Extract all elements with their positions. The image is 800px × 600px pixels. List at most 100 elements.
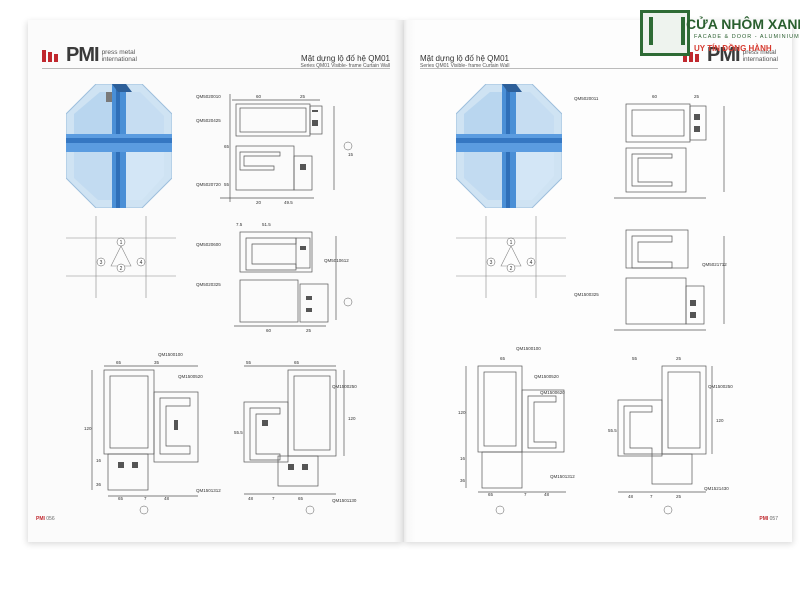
- profile-code: QM5021712: [702, 262, 727, 267]
- dimension-label: 55: [246, 360, 252, 365]
- watermark-tagline: FACADE & DOOR - ALUMINIUM: [694, 34, 800, 40]
- profile-code: QM5020010: [196, 94, 221, 99]
- watermark-logo: CỬA NHÔM XANH FACADE & DOOR - ALUMINIUM …: [640, 6, 800, 66]
- dimension-label: 25: [306, 328, 312, 333]
- dimension-label: 25: [676, 356, 682, 361]
- dimension-label: 65: [116, 360, 122, 365]
- callout-1: 1: [120, 240, 123, 246]
- profile-code: QM1501312: [196, 488, 221, 493]
- dimension-label: 7: [272, 496, 275, 501]
- profile-code: QM1501312: [550, 474, 575, 479]
- panel-layout-diagram: 1 2 3 4: [66, 216, 176, 298]
- right-page-subtitle: Series QM01 Visible- frame Curtain Wall: [420, 63, 510, 69]
- profile-code: QM1500250: [708, 384, 733, 389]
- profile-section-4: QM1500250 QM1501130 55 65 120 55.5 48 7 …: [234, 360, 357, 515]
- dimension-label: 120: [716, 418, 724, 423]
- left-page-number: 056: [46, 516, 55, 522]
- dimension-label: 65: [294, 360, 300, 365]
- right-page-title: Mặt dựng lộ đố hệ QM01: [420, 54, 509, 63]
- profile-code: QM1500250: [332, 384, 357, 389]
- profile-code: QM1500325: [574, 292, 599, 297]
- pmi-logo: PMI press metal international: [42, 44, 137, 67]
- brand-name: PMI: [707, 44, 741, 66]
- header-rule: [42, 68, 390, 69]
- dimension-label: 48: [544, 492, 550, 497]
- profile-section-1: QM5020011 60 25: [574, 94, 725, 199]
- dimension-label: 15: [348, 152, 354, 157]
- profile-code: QM1521430: [704, 486, 729, 491]
- callout-3: 3: [100, 260, 103, 266]
- callout-3: 3: [490, 260, 493, 266]
- dimension-label: 120: [458, 410, 466, 415]
- profile-code: QM5020011: [574, 96, 599, 101]
- dimension-label: 55.5: [608, 428, 617, 433]
- dimension-label: 7: [524, 492, 527, 497]
- callout-2: 2: [510, 266, 513, 272]
- dimension-label: 36: [460, 478, 466, 483]
- dimension-label: 65: [298, 496, 304, 501]
- dimension-label: 25: [676, 494, 682, 499]
- callout-4: 4: [530, 260, 533, 266]
- watermark-emblem-icon: [640, 10, 690, 56]
- dimension-label: 60: [266, 328, 272, 333]
- profile-section-2: QM5021712 QM1500325: [574, 229, 727, 331]
- profile-code: QM5020600: [196, 242, 221, 247]
- dimension-label: 65: [118, 496, 124, 501]
- dimension-label: 120: [84, 426, 92, 431]
- left-page-header: Mặt dựng lộ đố hệ QM01 Series QM01 Visib…: [301, 54, 390, 69]
- callout-2: 2: [120, 266, 123, 272]
- brand-tagline-1: press metal: [742, 48, 777, 56]
- dimension-label: 65: [500, 356, 506, 361]
- callout-4: 4: [140, 260, 143, 266]
- dimension-label: 20: [256, 200, 262, 205]
- profile-code: QM1500100: [516, 346, 541, 351]
- profile-code: QM1500520: [534, 374, 559, 379]
- dimension-label: 120: [348, 416, 356, 421]
- profile-section-3: QM1500100 QM1500520 QM1501312 65 35 120 …: [84, 352, 221, 515]
- dimension-label: 35: [154, 360, 160, 365]
- profile-code: QM1500100: [158, 352, 183, 357]
- brand-tagline-2: international: [742, 55, 778, 63]
- left-page: PMI press metal international Mặt dựng l…: [28, 20, 404, 542]
- profile-code: QM1501130: [332, 498, 357, 503]
- left-page-title: Mặt dựng lộ đố hệ QM01: [301, 54, 390, 63]
- profile-code: QM5010612: [324, 258, 349, 263]
- profile-section-4: QM1500250 QM1521430 55 25 120 55.5 48 7 …: [608, 356, 733, 515]
- panel-layout-diagram: 1 2 3 4: [456, 216, 566, 298]
- dimension-label: 7: [650, 494, 653, 499]
- footer-brand: PMI: [759, 516, 769, 522]
- right-page-footer: PMI 057: [759, 516, 778, 522]
- dimension-label: 49.5: [284, 200, 293, 205]
- dimension-label: 7: [144, 496, 147, 501]
- dimension-label: 36: [96, 482, 102, 487]
- profile-code: QM5020425: [196, 118, 221, 123]
- dimension-label: 55: [224, 182, 230, 187]
- dimension-label: 65: [224, 144, 230, 149]
- footer-brand: PMI: [36, 516, 45, 522]
- dimension-label: 25: [300, 94, 306, 99]
- left-page-footer: PMI 056: [36, 516, 55, 522]
- right-page: Mặt dựng lộ đố hệ QM01 Series QM01 Visib…: [404, 20, 792, 542]
- dimension-label: 7.5: [236, 222, 243, 227]
- dimension-label: 60: [652, 94, 658, 99]
- profile-code: QM5020325: [196, 282, 221, 287]
- dimension-label: 48: [164, 496, 170, 501]
- curtain-wall-3d-render: [456, 84, 562, 208]
- dimension-label: 48: [248, 496, 254, 501]
- dimension-label: 65: [488, 492, 494, 497]
- callout-1: 1: [510, 240, 513, 246]
- profile-section-1: QM5020010 QM5020425 QM5020720 60 25 20 4…: [196, 94, 354, 205]
- brand-tagline-2: international: [101, 55, 137, 63]
- watermark-slogan: UY TÍN ĐỒNG HÀNH: [694, 44, 772, 53]
- profile-code: QM5020720: [196, 182, 221, 187]
- catalog-spread: PMI press metal international Mặt dựng l…: [28, 20, 792, 542]
- brand-name: PMI: [66, 44, 100, 66]
- dimension-label: 25: [694, 94, 700, 99]
- dimension-label: 55.5: [234, 430, 243, 435]
- dimension-label: 16: [96, 458, 102, 463]
- right-page-number: 057: [769, 516, 778, 522]
- dimension-label: 51.5: [262, 222, 271, 227]
- profile-code: QM1500520: [178, 374, 203, 379]
- curtain-wall-3d-render: [66, 84, 172, 208]
- watermark-brand: CỬA NHÔM XANH: [686, 16, 800, 32]
